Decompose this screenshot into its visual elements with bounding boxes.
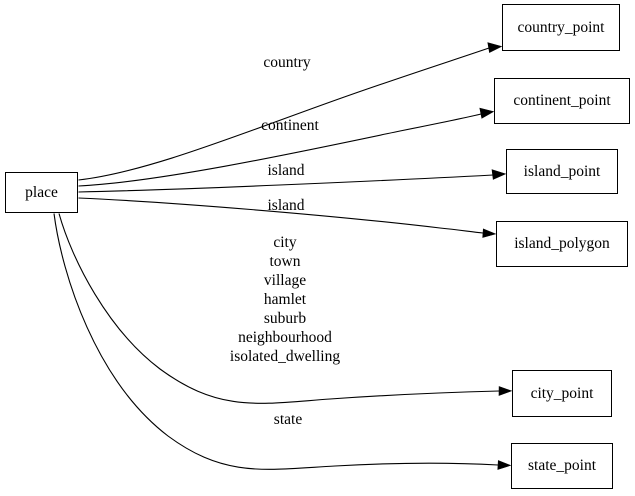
- node-continent-point[interactable]: continent_point: [494, 78, 630, 124]
- edge-place-to-city-point: [58, 213, 513, 404]
- edge-path-continent: [78, 113, 482, 187]
- edge-path-island-polygon: [78, 197, 484, 234]
- node-state-point[interactable]: state_point: [511, 443, 613, 489]
- edge-path-island-point: [78, 174, 494, 193]
- node-island-polygon-label: island_polygon: [514, 235, 610, 253]
- edge-place-to-continent-point: [78, 107, 495, 187]
- edge-label-city-line-4: suburb: [263, 310, 307, 327]
- edge-label-city-multiline: city town village hamlet suburb neighbou…: [230, 233, 340, 366]
- node-continent-point-label: continent_point: [513, 92, 611, 110]
- node-place[interactable]: place: [5, 172, 78, 213]
- edge-label-island-polygon: island: [267, 197, 305, 214]
- node-city-point-label: city_point: [530, 384, 594, 402]
- edge-label-country: country: [263, 54, 311, 71]
- node-island-point[interactable]: island_point: [506, 149, 618, 194]
- node-state-point-label: state_point: [527, 457, 597, 475]
- edge-label-city-line-6: isolated_dwelling: [229, 348, 341, 365]
- edge-label-city-line-1: town: [269, 253, 301, 270]
- node-island-polygon[interactable]: island_polygon: [496, 221, 628, 267]
- edge-label-city-line-2: village: [263, 272, 307, 289]
- node-island-point-label: island_point: [523, 162, 601, 180]
- edge-place-to-island-polygon: [78, 197, 497, 238]
- node-place-label: place: [25, 183, 58, 201]
- edge-place-to-country-point: [78, 42, 503, 181]
- edge-place-to-state-point: [53, 213, 512, 470]
- edge-label-city-line-5: neighbourhood: [238, 329, 332, 346]
- edge-label-city-line-0: city: [273, 234, 297, 251]
- node-country-point[interactable]: country_point: [502, 4, 620, 51]
- node-country-point-label: country_point: [517, 18, 605, 36]
- edge-path-country: [78, 47, 490, 181]
- edge-path-city: [58, 213, 500, 404]
- edge-label-island-point: island: [267, 162, 305, 179]
- arrow-head-island-point: [491, 169, 507, 180]
- edge-label-city-line-3: hamlet: [263, 291, 307, 308]
- arrow-head-state: [497, 460, 512, 470]
- arrow-head-city: [498, 386, 513, 396]
- edge-path-state: [53, 213, 499, 470]
- arrow-head-island-polygon: [482, 228, 497, 238]
- edge-label-state: state: [273, 411, 303, 428]
- arrow-head-country: [487, 42, 503, 53]
- edge-label-continent: continent: [261, 117, 319, 134]
- edge-place-to-island-point: [78, 169, 507, 193]
- node-city-point[interactable]: city_point: [512, 370, 612, 417]
- arrow-head-continent: [479, 107, 495, 119]
